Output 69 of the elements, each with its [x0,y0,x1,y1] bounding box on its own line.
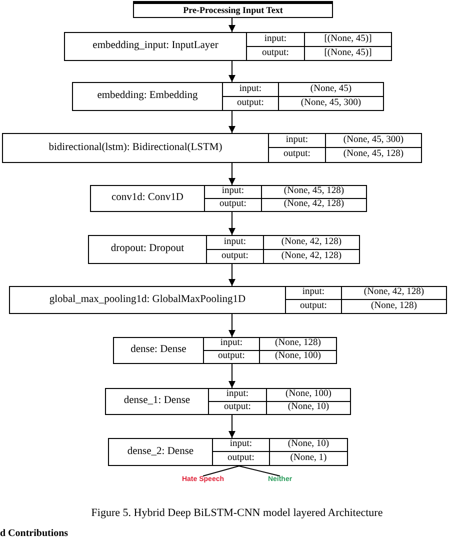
shape-key: output: [237,98,264,108]
layer-box [105,388,351,415]
arrow [228,264,236,286]
shape-value: (None, 128) [275,339,321,348]
layer-name: dense_1: Dense [124,396,190,407]
shape-value: (None, 45) [310,84,352,94]
layer-box [64,32,392,61]
shape-key: input: [230,440,252,450]
arrow [228,314,236,338]
layer-name: embedding: Embedding [97,91,198,102]
shape-value: (None, 45, 128) [343,150,404,160]
layer-name: embedding_input: InputLayer [92,41,218,52]
layer-name: bidirectional(lstm): Bidirectional(LSTM) [48,142,222,154]
shape-key: output: [220,200,246,210]
layer-box [9,286,447,314]
shape-value: (None, 1) [290,454,327,464]
shape-key: input: [239,84,262,94]
process-box [133,1,333,18]
shape-value: (None, 45, 128) [284,187,344,196]
shape-value: (None, 100) [275,352,321,362]
layer-box [88,235,360,264]
arrow [228,212,236,236]
shape-value: (None, 42, 128) [364,288,424,298]
layer-box [108,438,348,466]
shape-key: output: [218,352,245,362]
figure-caption: Figure 5. Hybrid Deep BiLSTM-CNN model layered Architecture [90,508,384,519]
arrow [228,110,236,134]
arrow [228,60,236,82]
shape-key: output: [228,454,254,464]
arrow [228,162,236,186]
connector-line [238,466,280,476]
layer-box [72,82,384,111]
section-heading: d Contributions [0,529,68,539]
shape-value: (None, 45, 300) [300,98,362,108]
shape-value: [(None, 45)] [324,48,372,58]
layer-name: dropout: Dropout [110,244,184,255]
shape-key: input: [220,339,243,348]
shape-value: (None, 45, 300) [343,136,404,146]
shape-value: (None, 128) [371,302,417,312]
shape-key: input: [302,288,325,298]
shape-key: output: [284,150,310,160]
layer-name: dense: Dense [130,345,186,356]
shape-key: input: [226,390,249,400]
shape-value: (None, 42, 128) [281,252,342,261]
shape-key: input: [264,34,287,44]
shape-value: (None, 42, 128) [281,238,342,247]
shape-key: output: [262,48,289,58]
shape-key: input: [286,136,308,146]
layer-box [113,337,337,364]
shape-value: (None, 10) [288,440,330,450]
arrow [228,414,236,438]
shape-value: (None, 10) [288,403,330,412]
layer-name: conv1d: Conv1D [111,193,184,204]
shape-value: (None, 100) [286,390,332,400]
layer-name: global_max_pooling1d: GlobalMaxPooling1D [49,294,246,306]
connector-line [202,466,240,476]
arrow [228,364,236,388]
shape-key: input: [222,187,244,196]
shape-key: output: [300,302,327,312]
shape-value: (None, 42, 128) [284,200,344,210]
box-title: Pre-Processing Input Text [183,6,283,15]
shape-value: [(None, 45)] [324,34,372,44]
shape-key: output: [224,403,251,412]
shape-key: input: [224,238,246,247]
layer-box [90,185,367,212]
layer-box [2,133,422,163]
shape-key: output: [222,252,248,261]
layer-name: dense_2: Dense [127,446,194,458]
arrow [228,18,236,32]
